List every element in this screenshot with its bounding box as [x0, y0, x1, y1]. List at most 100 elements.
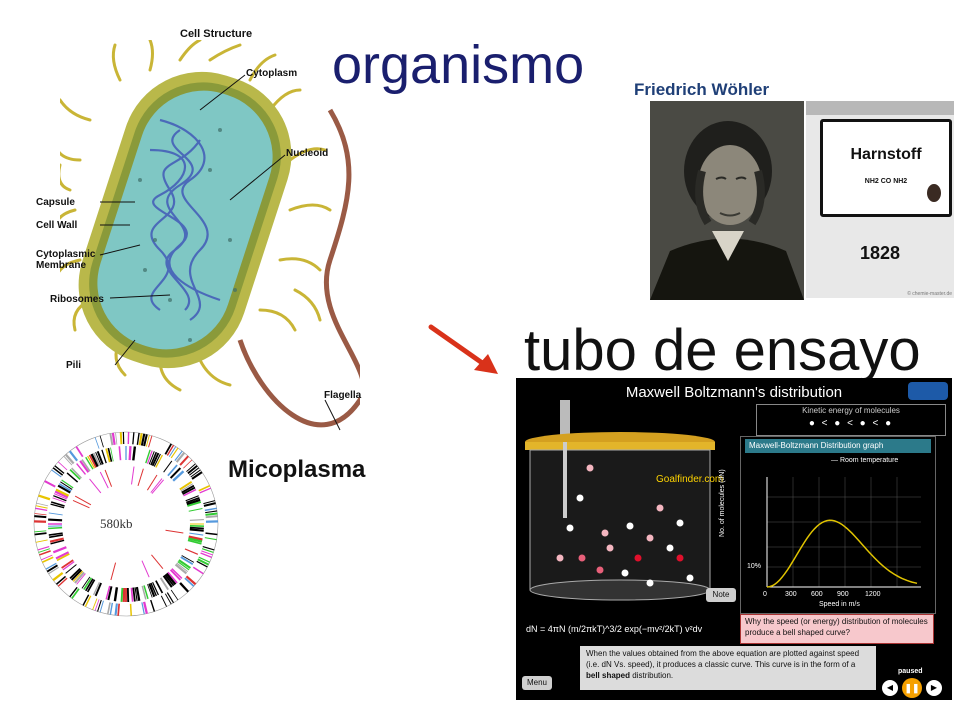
genome-gene-mark — [68, 450, 79, 462]
title-tubo-de-ensayo: tubo de ensayo — [524, 318, 921, 383]
genome-gene-mark — [57, 461, 68, 471]
genome-gene-mark — [189, 532, 204, 536]
wohler-portrait — [650, 101, 804, 300]
genome-gene-mark — [70, 569, 83, 581]
graph-x-label: Speed in m/s — [819, 601, 860, 608]
label-cell-wall: Cell Wall — [36, 220, 78, 231]
genome-gene-mark — [140, 433, 146, 446]
genome-gene-mark — [85, 578, 94, 592]
genome-gene-mark — [61, 559, 74, 569]
genome-gene-mark — [52, 497, 66, 503]
genome-gene-mark — [107, 586, 113, 601]
x-tick: 300 — [785, 591, 797, 598]
genome-gene-mark — [94, 599, 100, 611]
genome-gene-mark — [202, 546, 215, 551]
genome-gene-mark — [95, 451, 102, 466]
genome-gene-mark — [188, 535, 203, 541]
molecule — [601, 529, 609, 537]
genome-gene-mark — [46, 564, 58, 573]
x-tick: 600 — [811, 591, 823, 598]
genome-inner-mark — [150, 478, 163, 493]
cell-structure-heading: Cell Structure — [180, 28, 253, 40]
genome-gene-mark — [37, 545, 50, 551]
genome-gene-mark — [198, 485, 211, 492]
label-micoplasma: Micoplasma — [228, 456, 366, 483]
genome-gene-mark — [205, 510, 218, 514]
genome-gene-mark — [148, 583, 156, 598]
genome-gene-mark — [205, 515, 218, 519]
genome-gene-mark — [172, 470, 185, 482]
genome-gene-mark — [189, 528, 204, 532]
genome-gene-mark — [76, 463, 87, 475]
genome-gene-mark — [52, 546, 67, 554]
x-tick: 900 — [837, 591, 849, 598]
genome-gene-mark — [55, 488, 70, 497]
mb-equation: dN = 4πN (m/2πkT)^3/2 exp(−mv²/2kT) v²dv — [526, 624, 703, 634]
genome-gene-mark — [110, 447, 114, 462]
genome-size-label: 580kb — [100, 516, 133, 531]
graph-y-tick: 10% — [747, 563, 762, 570]
menu-button[interactable]: Menu — [522, 676, 552, 690]
genome-gene-mark — [49, 537, 64, 543]
genome-gene-mark — [141, 602, 145, 615]
genome-gene-mark — [88, 454, 97, 468]
genome-gene-mark — [164, 443, 173, 455]
genome-gene-mark — [62, 561, 75, 571]
genome-gene-mark — [48, 512, 63, 516]
genome-inner-mark — [141, 560, 150, 578]
genome-gene-mark — [50, 539, 65, 545]
genome-gene-mark — [109, 433, 114, 446]
genome-gene-mark — [165, 572, 177, 586]
paused-label: paused — [898, 668, 923, 675]
genome-gene-mark — [150, 582, 158, 597]
year-label: 1828 — [859, 243, 901, 263]
genome-inner-mark — [131, 466, 135, 485]
genome-gene-mark — [60, 481, 73, 490]
genome-gene-mark — [49, 534, 64, 539]
label-nucleoid: Nucleoid — [286, 148, 329, 159]
genome-gene-mark — [35, 539, 48, 543]
title-organismo: organismo — [332, 35, 585, 95]
genome-gene-mark — [35, 505, 48, 509]
note-button[interactable]: Note — [706, 588, 736, 602]
genome-gene-mark — [132, 432, 135, 445]
genome-gene-mark — [162, 575, 173, 588]
molecule — [621, 569, 629, 577]
genome-inner-mark — [137, 468, 144, 486]
label-friedrich-wohler: Friedrich Wöhler — [634, 80, 770, 99]
genome-inner-mark — [146, 474, 158, 491]
molecule — [646, 534, 654, 542]
genome-gene-mark — [184, 548, 199, 555]
genome-gene-mark — [185, 495, 199, 502]
genome-gene-mark — [171, 568, 183, 579]
maxwell-boltzmann-simulation: Maxwell Boltzmann's distribution Kinetic… — [516, 378, 952, 700]
genome-gene-mark — [183, 488, 197, 497]
genome-gene-mark — [138, 433, 143, 446]
genome-gene-mark — [148, 435, 153, 448]
watermark-goalfinder: Goalfinder.com — [656, 474, 724, 485]
genome-gene-mark — [65, 564, 77, 574]
rewind-icon[interactable]: ◀ — [882, 680, 898, 696]
explanation-bold: bell shaped — [586, 670, 631, 680]
genome-gene-mark — [196, 560, 208, 568]
forward-icon[interactable]: ▶ — [926, 680, 942, 696]
genome-gene-mark — [111, 432, 116, 445]
genome-gene-mark — [101, 449, 107, 464]
genome-gene-mark — [142, 601, 148, 614]
genome-gene-mark — [182, 486, 196, 495]
genome-gene-mark — [205, 512, 218, 516]
bottle-credit: © chemie-master.de — [907, 291, 952, 297]
genome-gene-mark — [92, 452, 101, 467]
genome-gene-mark — [96, 450, 104, 465]
genome-gene-mark — [198, 556, 210, 563]
genome-gene-mark — [176, 562, 189, 573]
genome-gene-mark — [48, 526, 63, 530]
genome-gene-mark — [74, 571, 85, 584]
genome-gene-mark — [155, 580, 164, 594]
genome-gene-mark — [36, 502, 49, 507]
genome-gene-mark — [145, 434, 150, 447]
genome-gene-mark — [76, 573, 86, 585]
molecule — [676, 554, 684, 562]
pause-icon[interactable]: ❚❚ — [902, 678, 922, 698]
genome-gene-mark — [181, 484, 195, 494]
